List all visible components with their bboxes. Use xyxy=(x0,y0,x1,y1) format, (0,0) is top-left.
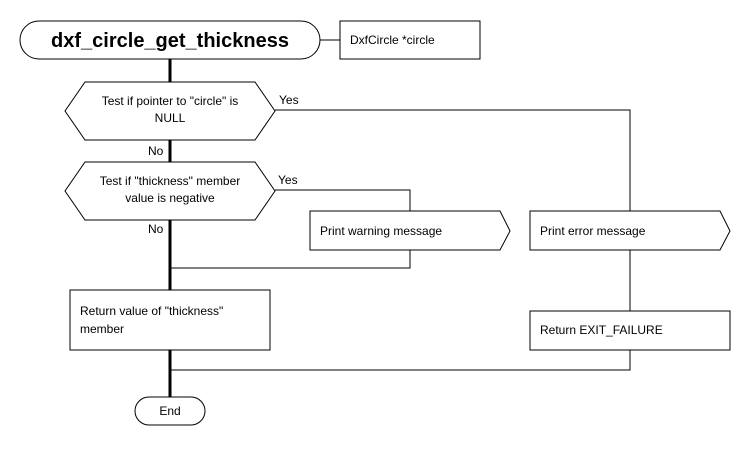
param-shape xyxy=(339,20,481,60)
return-value-step: Return value of "thickness" member xyxy=(69,289,271,351)
decision2-text-line2: value is negative xyxy=(125,191,215,205)
decision2: Test if "thickness" member value is nega… xyxy=(64,161,298,236)
return-value-shape xyxy=(69,289,271,351)
decision1-yes-line xyxy=(275,109,631,211)
decision1: Test if pointer to "circle" is NULL Yes … xyxy=(64,81,299,158)
decision2-shape xyxy=(64,161,276,221)
decision1-shape xyxy=(64,81,276,141)
end-terminator: End xyxy=(134,396,206,426)
print-warning-shape xyxy=(309,210,511,251)
print-warning-label: Print warning message xyxy=(320,224,442,238)
start-terminator: dxf_circle_get_thickness xyxy=(19,20,321,60)
decision1-text-line1: Test if pointer to "circle" is xyxy=(102,94,239,108)
connectors xyxy=(168,39,631,397)
end-shape xyxy=(134,396,206,426)
end-label: End xyxy=(159,404,180,418)
return-value-text-line1: Return value of "thickness" xyxy=(80,304,223,318)
start-label: dxf_circle_get_thickness xyxy=(51,30,289,52)
start-shape xyxy=(19,20,321,60)
return-failure-label: Return EXIT_FAILURE xyxy=(540,323,663,337)
failure-merge-line xyxy=(170,350,631,371)
decision2-no-label: No xyxy=(148,222,164,236)
print-warning-step: Print warning message xyxy=(309,210,511,251)
warning-merge-line xyxy=(170,250,411,269)
param-box: DxfCircle *circle xyxy=(339,20,481,60)
return-failure-shape xyxy=(529,310,731,351)
print-error-label: Print error message xyxy=(540,224,646,238)
decision1-text-line2: NULL xyxy=(155,111,186,125)
print-error-step: Print error message xyxy=(529,210,731,251)
print-error-shape xyxy=(529,210,731,251)
return-failure-step: Return EXIT_FAILURE xyxy=(529,310,731,351)
param-label: DxfCircle *circle xyxy=(350,33,435,47)
decision1-no-label: No xyxy=(148,144,164,158)
decision2-yes-label: Yes xyxy=(278,173,298,187)
decision2-text-line1: Test if "thickness" member xyxy=(100,174,241,188)
return-value-text-line2: member xyxy=(80,322,124,336)
decision1-yes-label: Yes xyxy=(279,93,299,107)
decision2-yes-line xyxy=(275,189,411,211)
